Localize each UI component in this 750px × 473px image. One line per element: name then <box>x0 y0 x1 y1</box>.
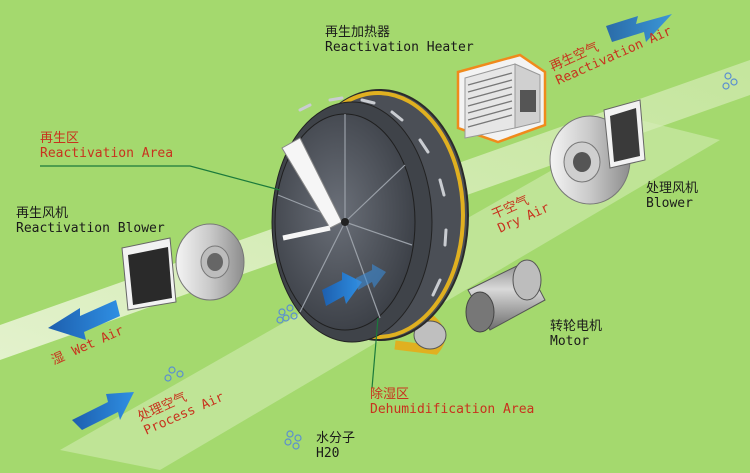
reactivation-area-label-en: Reactivation Area <box>40 145 174 161</box>
heater-label: 再生加热器 Reactivation Heater <box>325 25 474 56</box>
blower-icon <box>549 99 646 205</box>
drive-belt <box>394 296 447 355</box>
reactivation-area-label-cn: 再生区 <box>40 131 80 146</box>
reactivation-heater-icon <box>456 53 547 144</box>
arrow-dry-air-out <box>356 264 386 290</box>
reactivation-area-label: 再生区 Reactivation Area <box>40 131 174 162</box>
water-label-cn: 水分子 <box>316 431 356 446</box>
water-label-en: H20 <box>316 445 340 461</box>
arrow-wet-air-out <box>48 300 120 340</box>
water-label: 水分子 H20 <box>316 431 356 462</box>
reactivation-blower-label-en: Reactivation Blower <box>16 220 165 236</box>
arrow-into-wheel <box>322 272 362 306</box>
dehumidification-area-label: 除湿区 Dehumidification Area <box>370 387 535 418</box>
reactivation-blower-icon <box>121 223 245 311</box>
reactivation-blower-label-cn: 再生风机 <box>16 206 69 221</box>
motor-label-cn: 转轮电机 <box>550 319 603 334</box>
dehumidification-area-label-en: Dehumidification Area <box>370 401 535 417</box>
dehumidification-area-label-cn: 除湿区 <box>370 387 410 402</box>
desiccant-wheel <box>271 89 469 343</box>
blower-label: 处理风机 Blower <box>646 181 699 212</box>
heater-label-cn: 再生加热器 <box>325 25 391 40</box>
reactivation-blower-label: 再生风机 Reactivation Blower <box>16 206 165 237</box>
leader-lines <box>40 165 379 389</box>
arrow-process-air-in <box>72 392 134 430</box>
water-molecule-icon <box>164 72 738 450</box>
blower-label-en: Blower <box>646 195 693 211</box>
motor-label: 转轮电机 Motor <box>550 319 603 350</box>
heater-label-en: Reactivation Heater <box>325 39 474 55</box>
blower-label-cn: 处理风机 <box>646 181 699 196</box>
arrow-reactivation-air-in <box>606 14 672 42</box>
motor-label-en: Motor <box>550 333 590 349</box>
motor-icon <box>465 259 546 333</box>
